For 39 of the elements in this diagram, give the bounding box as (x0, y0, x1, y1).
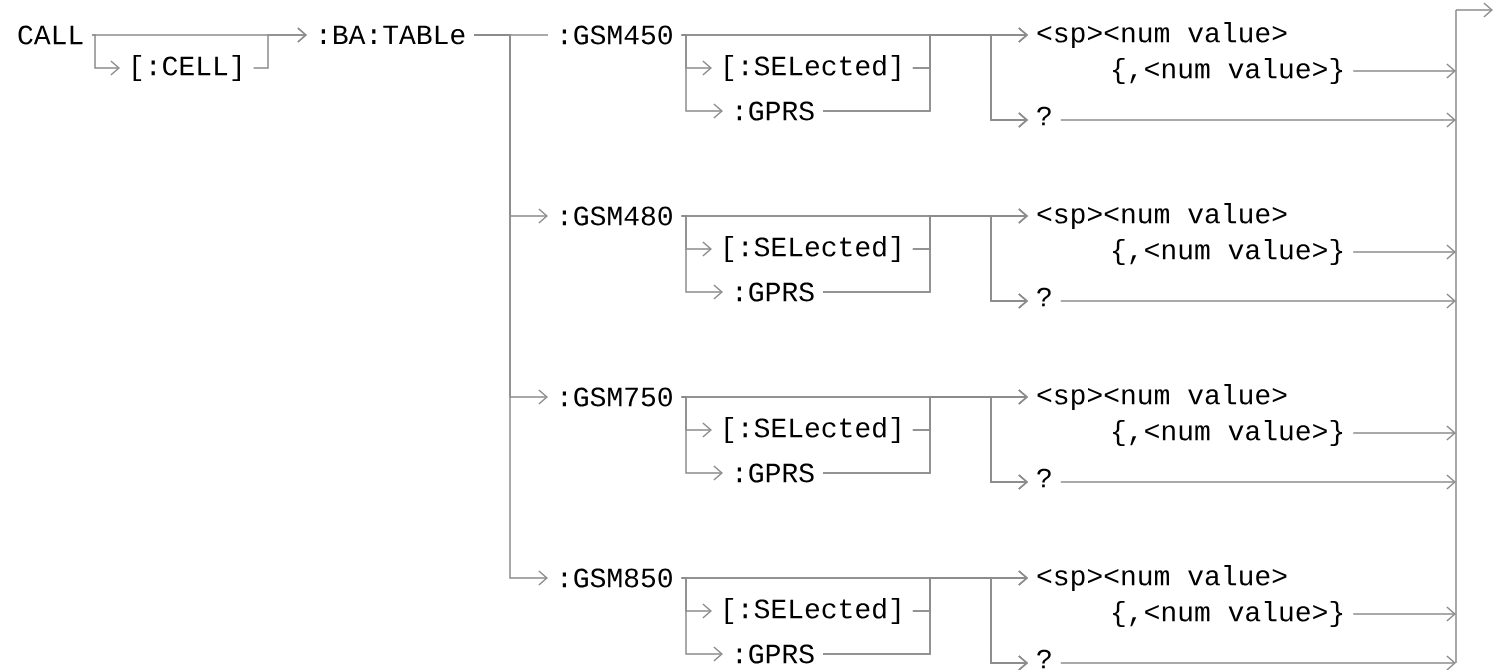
keyword-text: ? (1037, 106, 1051, 126)
keyword-text: :GPRS (737, 101, 814, 121)
keyword-text: <sp><num value> {,<num value>} (1037, 383, 1343, 447)
arrow (91, 34, 120, 76)
arrow (1060, 112, 1456, 128)
arrow (1455, 2, 1493, 18)
keyword-text: ? (1037, 468, 1051, 488)
keyword-text: ? (1037, 649, 1051, 669)
keyword-text: :GPRS (737, 463, 814, 483)
arrow (1352, 244, 1456, 260)
keyword-text: :GPRS (737, 644, 814, 664)
arrow (822, 577, 1028, 670)
arrow (1352, 606, 1456, 622)
keyword-text: :GSM480 (562, 206, 672, 226)
arrow (1060, 293, 1456, 309)
keyword-text: :GSM450 (562, 25, 672, 45)
arrow (822, 215, 1028, 309)
keyword-text: :GSM750 (562, 387, 672, 407)
keyword-text: ? (1037, 287, 1051, 307)
arrow (1352, 63, 1456, 79)
keyword-text: :BA:TABLe (321, 25, 465, 45)
arrow (252, 27, 307, 69)
keyword-text: CALL (18, 25, 83, 45)
arrow (822, 34, 1028, 128)
keyword-text: <sp><num value> {,<num value>} (1037, 564, 1343, 628)
keyword-text: [:SELected] (725, 235, 900, 263)
keyword-text: [:CELL] (133, 54, 240, 82)
arrow (1060, 655, 1456, 670)
arrow (473, 34, 548, 586)
keyword-text: [:SELected] (725, 597, 900, 625)
arrow (822, 396, 1028, 490)
keyword-text: <sp><num value> {,<num value>} (1037, 21, 1343, 85)
keyword-text: [:SELected] (725, 416, 900, 444)
keyword-text: :GPRS (737, 282, 814, 302)
keyword-text: :GSM850 (562, 568, 672, 588)
arrow (1060, 474, 1456, 490)
arrow (1352, 425, 1456, 441)
keyword-text: [:SELected] (725, 54, 900, 82)
keyword-text: <sp><num value> {,<num value>} (1037, 202, 1343, 266)
